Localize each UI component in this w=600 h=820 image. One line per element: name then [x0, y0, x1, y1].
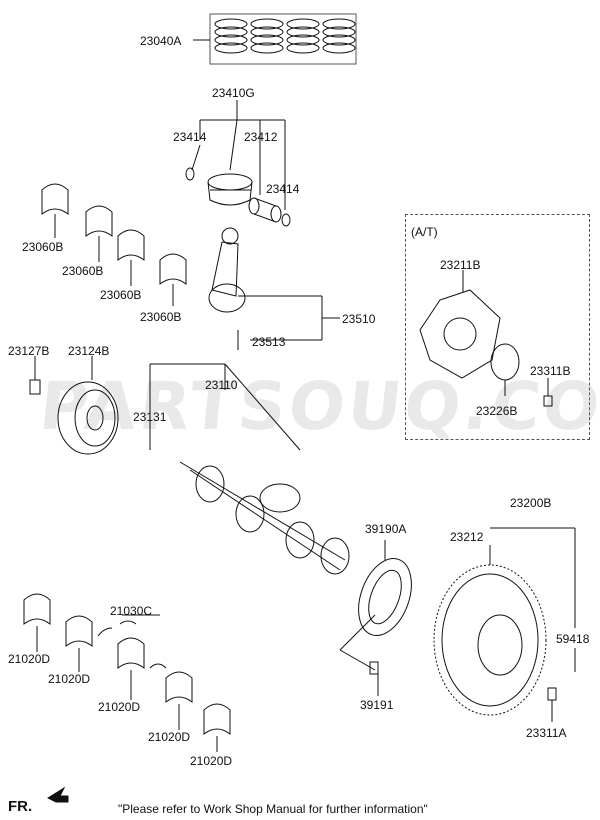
part-label-23410G[interactable]: 23410G: [212, 86, 255, 100]
part-label-23513[interactable]: 23513: [252, 335, 286, 349]
plate-bolt-drawing: [543, 395, 553, 407]
part-label-23311A[interactable]: 23311A: [526, 726, 567, 740]
part-label-23212[interactable]: 23212: [450, 530, 484, 544]
part-label-23510[interactable]: 23510: [342, 312, 376, 326]
upper-bearing-drawing: [41, 183, 187, 286]
footer-note: "Please refer to Work Shop Manual for fu…: [118, 802, 428, 816]
part-label-23127B[interactable]: 23127B: [8, 344, 50, 358]
part-label-21020D-2[interactable]: 21020D: [48, 672, 91, 686]
part-label-39190A[interactable]: 39190A: [365, 522, 407, 536]
part-label-23060B-2[interactable]: 23060B: [62, 264, 104, 278]
target-wheel-drawing: [358, 558, 412, 636]
adapter-plate-drawing: [490, 343, 520, 381]
part-label-23060B-1[interactable]: 23060B: [22, 240, 64, 254]
part-label-23412[interactable]: 23412: [244, 130, 278, 144]
flywheel-drawing: [433, 564, 547, 716]
part-label-21020D-5[interactable]: 21020D: [190, 754, 233, 768]
lower-bearing-drawing: [23, 593, 231, 736]
part-label-23131[interactable]: 23131: [133, 410, 167, 424]
part-label-23414-a[interactable]: 23414: [173, 130, 207, 144]
snap-ring-drawing: [185, 167, 195, 181]
pulley-bolt-drawing: [29, 379, 41, 395]
part-label-23414-b[interactable]: 23414: [266, 182, 300, 196]
wheel-bolt-drawing: [369, 661, 379, 675]
at-group-label: (A/T): [411, 225, 438, 239]
part-label-23311B[interactable]: 23311B: [530, 364, 571, 378]
crankshaft-drawing: [179, 461, 350, 575]
connecting-rod-drawing: [208, 227, 246, 350]
front-direction-label: FR.: [8, 798, 33, 815]
part-label-21020D-3[interactable]: 21020D: [98, 700, 141, 714]
part-label-21020D-1[interactable]: 21020D: [8, 652, 51, 666]
part-label-21030C[interactable]: 21030C: [110, 604, 153, 618]
part-label-23226B[interactable]: 23226B: [476, 404, 518, 418]
automatic-transmission-group: [405, 214, 590, 440]
part-label-23124B[interactable]: 23124B: [68, 344, 110, 358]
part-label-23060B-3[interactable]: 23060B: [100, 288, 142, 302]
piston-ring-set-drawing: [209, 13, 357, 65]
part-label-59418[interactable]: 59418: [556, 632, 590, 646]
part-label-23211B[interactable]: 23211B: [440, 258, 481, 272]
front-arrow-icon: [46, 786, 69, 803]
piston-pin-drawing: [248, 197, 282, 223]
snap-ring-drawing: [281, 213, 291, 227]
drive-plate-drawing: [419, 289, 501, 379]
thrust-washer-drawing: [119, 620, 137, 625]
crank-pulley-drawing: [57, 381, 119, 455]
thrust-washer-drawing: [97, 627, 113, 637]
part-label-23060B-4[interactable]: 23060B: [140, 310, 182, 324]
part-label-39191[interactable]: 39191: [360, 698, 394, 712]
thrust-washer-drawing: [149, 663, 167, 669]
part-label-21020D-4[interactable]: 21020D: [148, 730, 191, 744]
piston-drawing: [207, 173, 253, 206]
part-label-23110[interactable]: 23110: [205, 378, 238, 392]
flywheel-bolt-drawing: [547, 687, 557, 701]
part-label-23200B[interactable]: 23200B: [510, 496, 552, 510]
part-label-23040A[interactable]: 23040A: [140, 34, 182, 48]
